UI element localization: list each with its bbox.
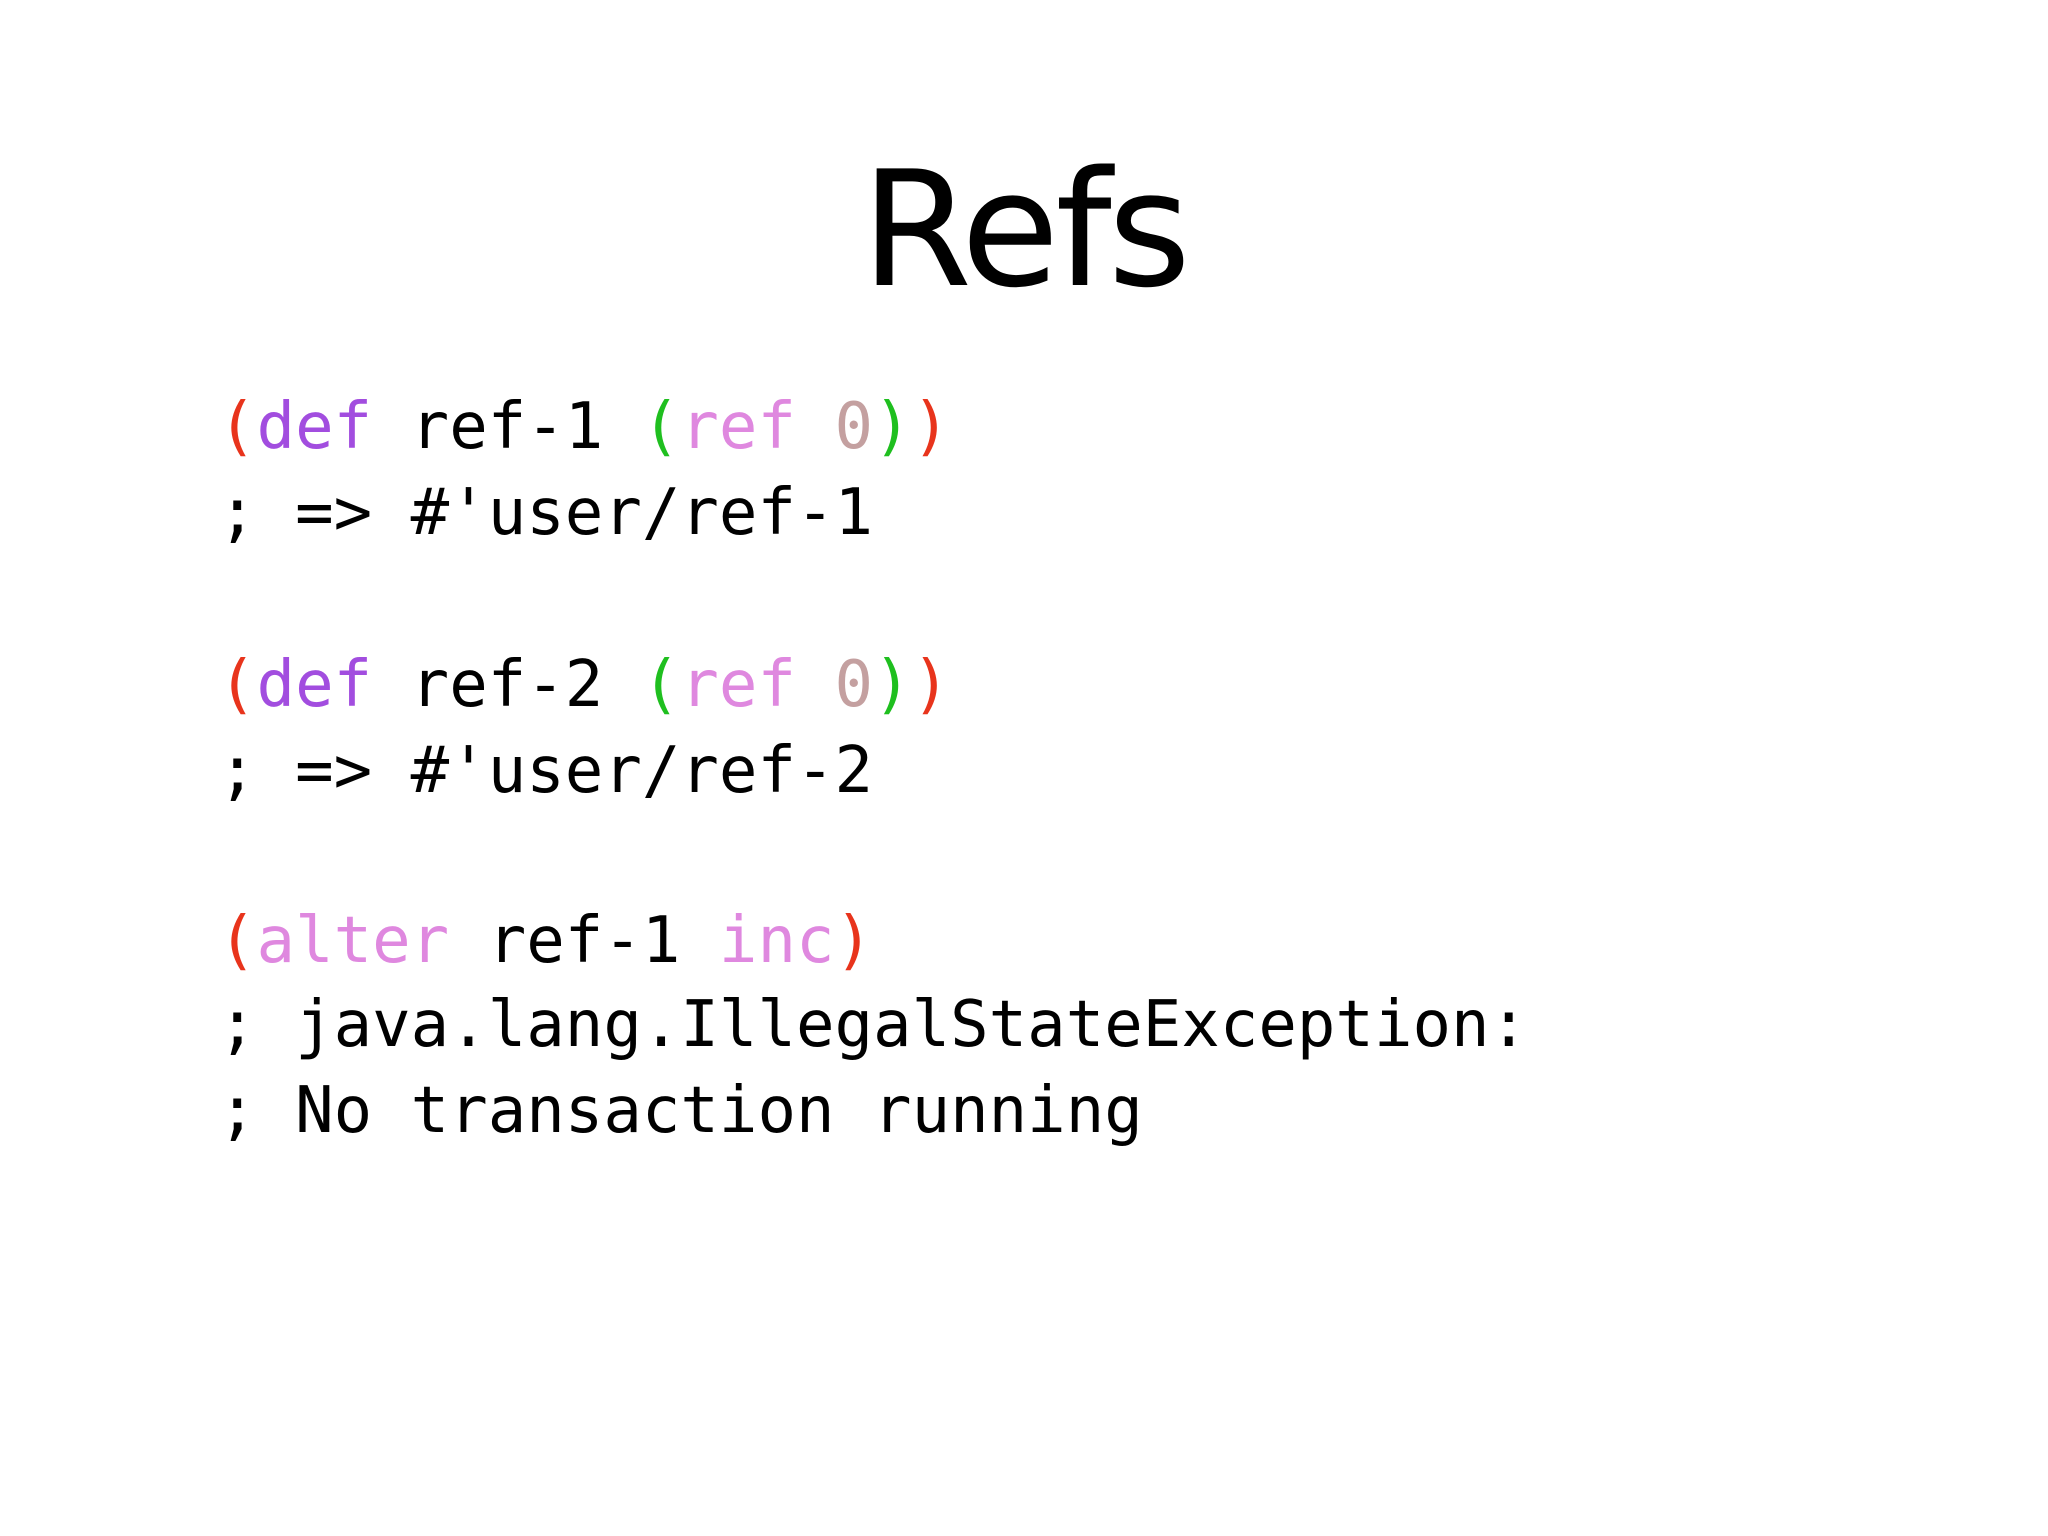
code-line-no-transaction: ; No transaction running <box>218 1079 1143 1149</box>
code-token: ; => #'user/ref-1 <box>218 476 874 550</box>
code-token: ref <box>680 648 796 722</box>
code-token: inc <box>718 904 835 978</box>
code-token: ) <box>873 648 912 722</box>
code-token: ( <box>218 904 257 978</box>
code-token: ( <box>641 648 681 722</box>
code-token: ref-1 <box>372 390 642 464</box>
code-token: 0 <box>834 648 874 722</box>
code-token: ; java.lang.IllegalStateException: <box>218 988 1529 1062</box>
code-line-exception: ; java.lang.IllegalStateException: <box>218 993 1528 1063</box>
code-line-def-ref-1: (def ref-1 (ref 0)) <box>218 395 950 465</box>
code-token <box>796 390 835 464</box>
code-token: alter <box>256 904 450 978</box>
code-token: ref-1 <box>449 904 719 978</box>
code-token: ( <box>218 390 257 464</box>
code-line-result-ref-2: ; => #'user/ref-2 <box>218 739 873 809</box>
code-token: ; => #'user/ref-2 <box>218 734 874 808</box>
code-token: ref-2 <box>372 648 642 722</box>
code-block: (def ref-1 (ref 0)) ; => #'user/ref-1 (d… <box>218 395 1528 1143</box>
code-line-result-ref-1: ; => #'user/ref-1 <box>218 481 873 551</box>
code-token: ) <box>911 390 951 464</box>
slide-title: Refs <box>860 136 1191 323</box>
code-token: ) <box>834 904 874 978</box>
code-token: ( <box>641 390 681 464</box>
code-token: ref <box>680 390 796 464</box>
code-token: ) <box>873 390 912 464</box>
code-token: def <box>256 390 373 464</box>
code-token: ) <box>911 648 951 722</box>
code-token: 0 <box>834 390 874 464</box>
code-token: def <box>256 648 373 722</box>
code-token <box>796 648 835 722</box>
code-line-alter: (alter ref-1 inc) <box>218 909 873 979</box>
code-token: ; No transaction running <box>218 1074 1143 1148</box>
code-line-def-ref-2: (def ref-2 (ref 0)) <box>218 653 950 723</box>
code-token: ( <box>218 648 257 722</box>
